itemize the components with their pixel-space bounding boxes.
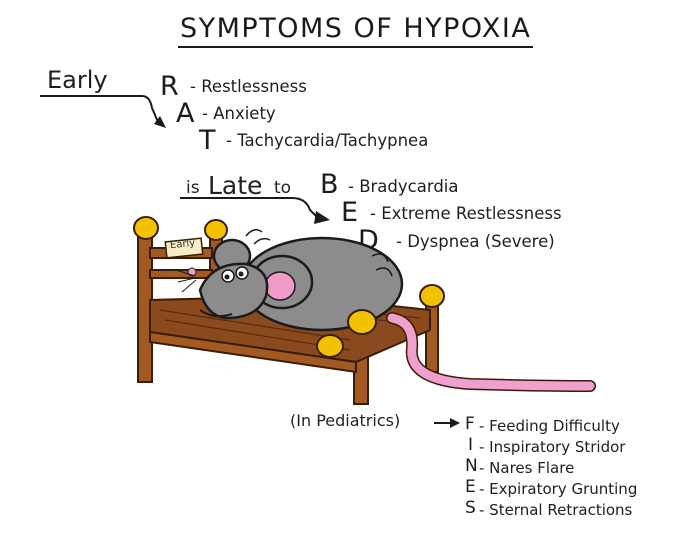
ped-text-sternal: - Sternal Retractions [479,501,633,519]
bed-knob-2 [204,219,228,241]
early-letter-t: T [199,125,216,156]
mouse-ear-inner [264,271,296,301]
early-text-anxiety: - Anxiety [202,104,276,123]
pediatrics-arrowhead [450,418,460,428]
ped-text-feeding: - Feeding Difficulty [479,417,620,435]
late-letter-e: E [341,197,359,228]
mouse-pupil-left [224,274,230,280]
late-suffix: to [274,178,292,198]
late-text-bradycardia: - Bradycardia [348,177,459,196]
late-text-dyspnea: - Dyspnea (Severe) [396,232,555,251]
bed-wood-grain [159,299,421,351]
early-arrow [40,95,159,123]
early-letter-a: A [176,98,195,129]
early-arrowhead [154,116,166,128]
early-text-tachycardia: - Tachycardia/Tachypnea [226,131,429,150]
early-label: Early [47,66,108,94]
bed-knob-5 [316,334,344,358]
bed-knob-3 [347,309,377,335]
ped-letter-e: E [465,477,476,497]
pediatrics-label: (In Pediatrics) [290,411,401,430]
late-arrow [180,197,319,219]
ped-text-nares: - Nares Flare [479,459,575,477]
ped-text-expiratory: - Expiratory Grunting [479,480,638,498]
mouse-pupil-right [238,271,244,277]
shiver-lines-back [371,253,393,277]
mouse-whiskers [175,269,197,293]
ped-letter-n: N [465,456,478,476]
mouse-paw [199,309,233,318]
late-arrowhead [314,211,330,224]
early-letter-r: R [160,71,179,102]
ped-letter-i: I [468,435,474,455]
late-label: Late [208,171,263,200]
bed-knob-4 [419,284,445,308]
late-text-extreme: - Extreme Restlessness [370,204,562,223]
late-prefix: is [186,178,200,198]
mouse-tail [387,313,595,391]
late-letter-b: B [320,169,339,200]
mouse-head [198,262,269,320]
ped-letter-s: S [465,498,476,518]
bed-side-rail [149,330,357,374]
ped-letter-f: F [465,414,475,434]
bed-sign-board [164,237,204,259]
ped-text-inspiratory: - Inspiratory Stridor [479,438,626,456]
shiver-lines-head [245,229,271,245]
bed-knob-1 [133,216,159,240]
page-title: SYMPTOMS OF HYPOXIA [178,13,534,48]
early-text-restlessness: - Restlessness [190,77,307,96]
